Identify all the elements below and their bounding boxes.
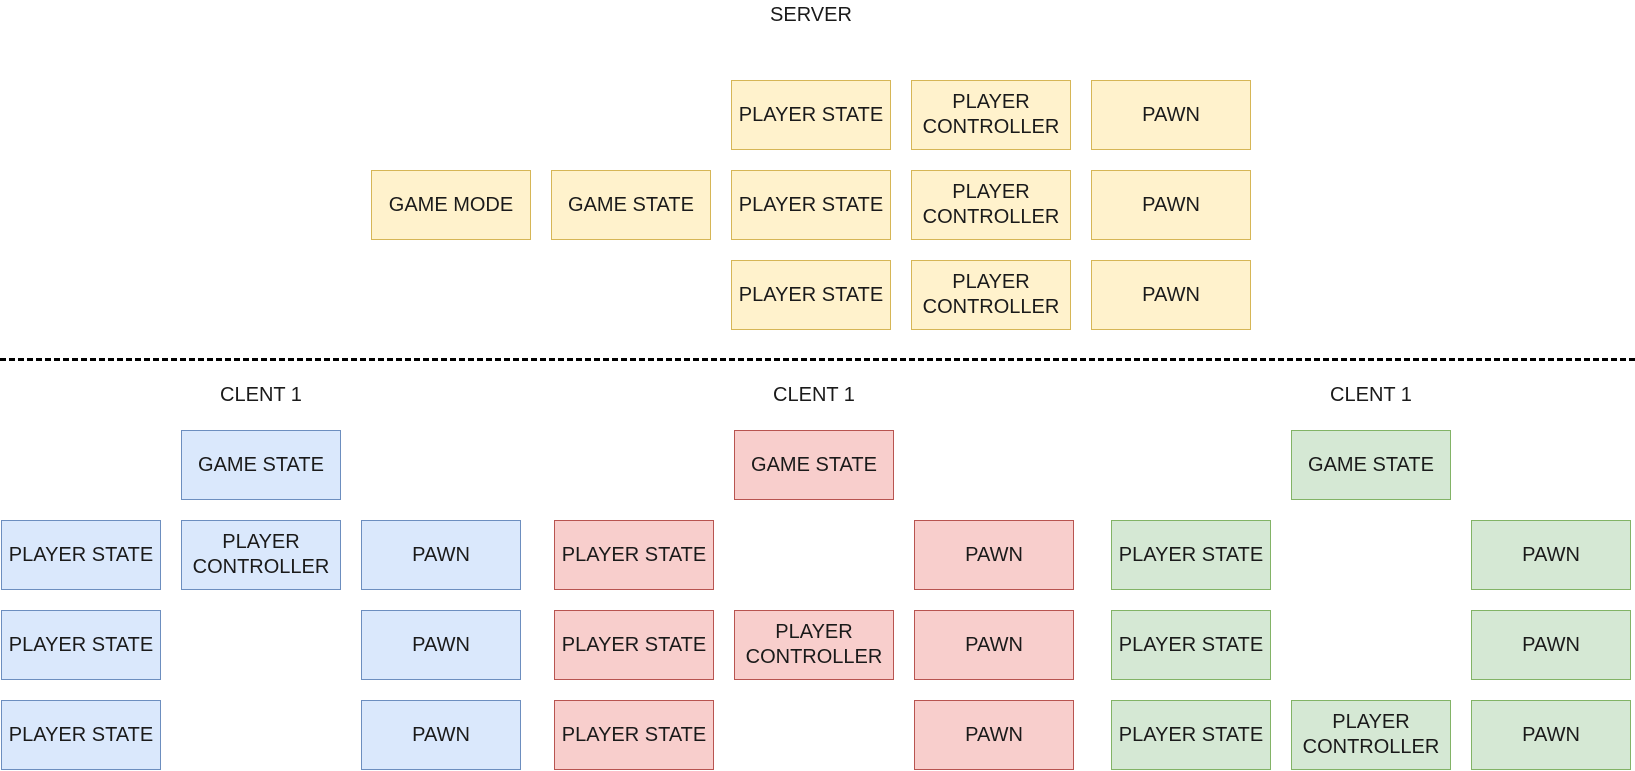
- server-title: SERVER: [770, 4, 852, 26]
- client-1-pawn-1[interactable]: PAWN: [361, 520, 521, 590]
- server-game-state[interactable]: GAME STATE: [551, 170, 711, 240]
- client-1-player-state-1[interactable]: PLAYER STATE: [1, 520, 161, 590]
- client-2-pawn-3[interactable]: PAWN: [914, 700, 1074, 770]
- client-3-game-state[interactable]: GAME STATE: [1291, 430, 1451, 500]
- client-3-pawn-2[interactable]: PAWN: [1471, 610, 1631, 680]
- client-2-pawn-2[interactable]: PAWN: [914, 610, 1074, 680]
- client-3-pawn-3[interactable]: PAWN: [1471, 700, 1631, 770]
- client-2-player-state-2[interactable]: PLAYER STATE: [554, 610, 714, 680]
- server-player-controller-2[interactable]: PLAYER CONTROLLER: [911, 170, 1071, 240]
- client-1-pawn-3[interactable]: PAWN: [361, 700, 521, 770]
- server-game-mode[interactable]: GAME MODE: [371, 170, 531, 240]
- server-player-state-1[interactable]: PLAYER STATE: [731, 80, 891, 150]
- client-1-pawn-2[interactable]: PAWN: [361, 610, 521, 680]
- client-1-player-controller[interactable]: PLAYER CONTROLLER: [181, 520, 341, 590]
- client-2-player-controller[interactable]: PLAYER CONTROLLER: [734, 610, 894, 680]
- server-player-state-3[interactable]: PLAYER STATE: [731, 260, 891, 330]
- client-1-game-state[interactable]: GAME STATE: [181, 430, 341, 500]
- client-2-pawn-1[interactable]: PAWN: [914, 520, 1074, 590]
- server-player-state-2[interactable]: PLAYER STATE: [731, 170, 891, 240]
- client-1-title: CLENT 1: [220, 384, 302, 406]
- client-3-player-state-3[interactable]: PLAYER STATE: [1111, 700, 1271, 770]
- server-client-divider: [0, 358, 1635, 361]
- client-1-player-state-3[interactable]: PLAYER STATE: [1, 700, 161, 770]
- server-pawn-2[interactable]: PAWN: [1091, 170, 1251, 240]
- client-2-player-state-1[interactable]: PLAYER STATE: [554, 520, 714, 590]
- server-player-controller-3[interactable]: PLAYER CONTROLLER: [911, 260, 1071, 330]
- client-3-player-state-2[interactable]: PLAYER STATE: [1111, 610, 1271, 680]
- server-pawn-3[interactable]: PAWN: [1091, 260, 1251, 330]
- client-2-game-state[interactable]: GAME STATE: [734, 430, 894, 500]
- client-3-player-controller[interactable]: PLAYER CONTROLLER: [1291, 700, 1451, 770]
- client-3-pawn-1[interactable]: PAWN: [1471, 520, 1631, 590]
- server-pawn-1[interactable]: PAWN: [1091, 80, 1251, 150]
- client-2-player-state-3[interactable]: PLAYER STATE: [554, 700, 714, 770]
- client-3-player-state-1[interactable]: PLAYER STATE: [1111, 520, 1271, 590]
- client-2-title: CLENT 1: [773, 384, 855, 406]
- client-3-title: CLENT 1: [1330, 384, 1412, 406]
- client-1-player-state-2[interactable]: PLAYER STATE: [1, 610, 161, 680]
- server-player-controller-1[interactable]: PLAYER CONTROLLER: [911, 80, 1071, 150]
